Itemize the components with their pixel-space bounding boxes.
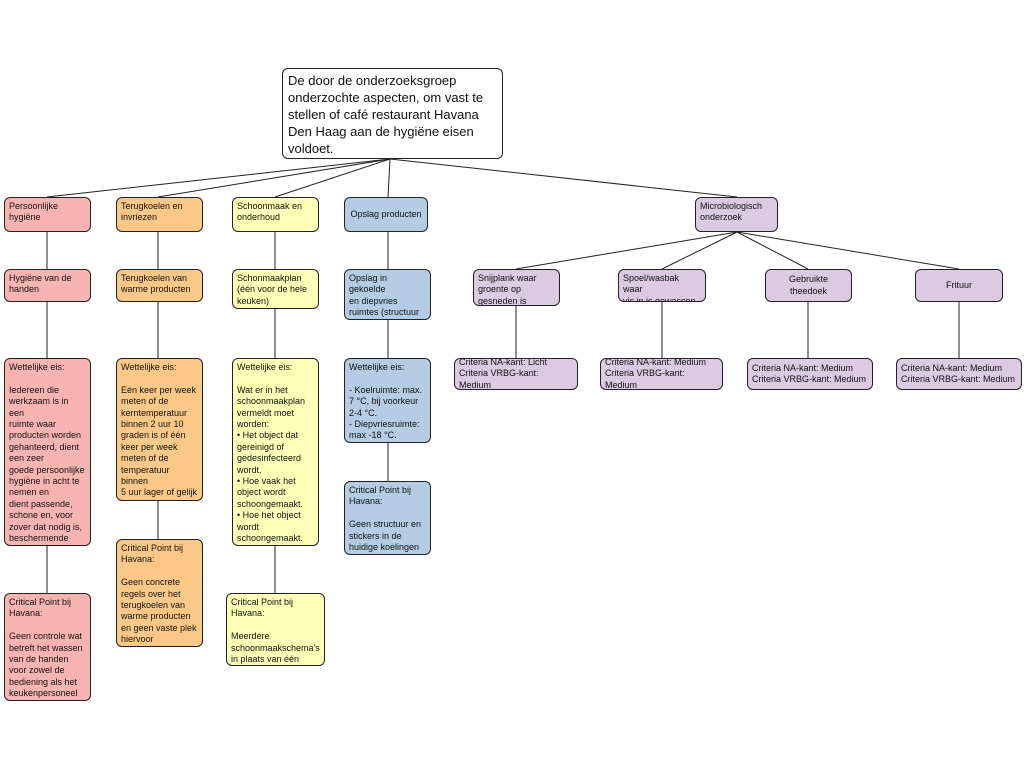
connector-line xyxy=(387,158,391,198)
cooling-law: Wettelijke eis: Eén keer per week meten … xyxy=(116,358,203,501)
connector-line xyxy=(736,231,809,270)
connector-line xyxy=(515,231,738,270)
connector-line xyxy=(389,158,738,198)
storage-topic: Opslag in gekoelde en diepvries ruimtes … xyxy=(344,269,431,320)
cooling-topic: Terugkoelen van warme producten xyxy=(116,269,203,302)
root-node: De door de onderzoeksgroep onderzochte a… xyxy=(282,68,503,159)
criteria-frituur: Criteria NA-kant: Medium Criteria VRBG-k… xyxy=(896,358,1022,390)
cleaning-critical: Critical Point bij Havana: Meerdere scho… xyxy=(226,593,325,666)
storage-critical: Critical Point bij Havana: Geen structuu… xyxy=(344,481,431,555)
connector-line xyxy=(46,158,391,198)
connector-line xyxy=(736,231,960,270)
cleaning-topic: Schonmaakplan (één voor de hele keuken) xyxy=(232,269,319,309)
cleaning-law: Wettelijke eis: Wat er in het schoonmaak… xyxy=(232,358,319,546)
sample-frituur: Frituur xyxy=(915,269,1003,302)
criteria-snijplank: Criteria NA-kant: Licht Criteria VRBG-ka… xyxy=(454,358,578,390)
hygiene-critical: Critical Point bij Havana: Geen controle… xyxy=(4,593,91,701)
hygiene-law: Wettelijke eis: Iedereen die werkzaam is… xyxy=(4,358,91,546)
storage-law: Wettelijke eis: - Koelruimte: max. 7 °C,… xyxy=(344,358,431,443)
storage-category: Opslag producten xyxy=(344,197,428,232)
connector-line xyxy=(661,231,738,270)
criteria-spoelbak: Criteria NA-kant: Medium Criteria VRBG-k… xyxy=(600,358,723,390)
connector-line xyxy=(157,158,391,198)
sample-spoelbak: Spoel/wasbak waar vis in is gewassen xyxy=(618,269,706,302)
micro-category: Microbiologisch onderzoek xyxy=(695,197,778,232)
cooling-category: Terugkoelen en invriezen xyxy=(116,197,203,232)
criteria-theedoek: Criteria NA-kant: Medium Criteria VRBG-k… xyxy=(747,358,873,390)
sample-snijplank: Snijplank waar groente op gesneden is xyxy=(473,269,560,306)
connector-line xyxy=(274,158,391,198)
hygiene-category: Persoonlijke hygiëne xyxy=(4,197,91,232)
cooling-critical: Critical Point bij Havana: Geen concrete… xyxy=(116,539,203,647)
sample-theedoek: Gebruikte theedoek xyxy=(765,269,852,302)
cleaning-category: Schoonmaak en onderhoud xyxy=(232,197,319,232)
hygiene-topic: Hygiëne van de handen xyxy=(4,269,91,302)
